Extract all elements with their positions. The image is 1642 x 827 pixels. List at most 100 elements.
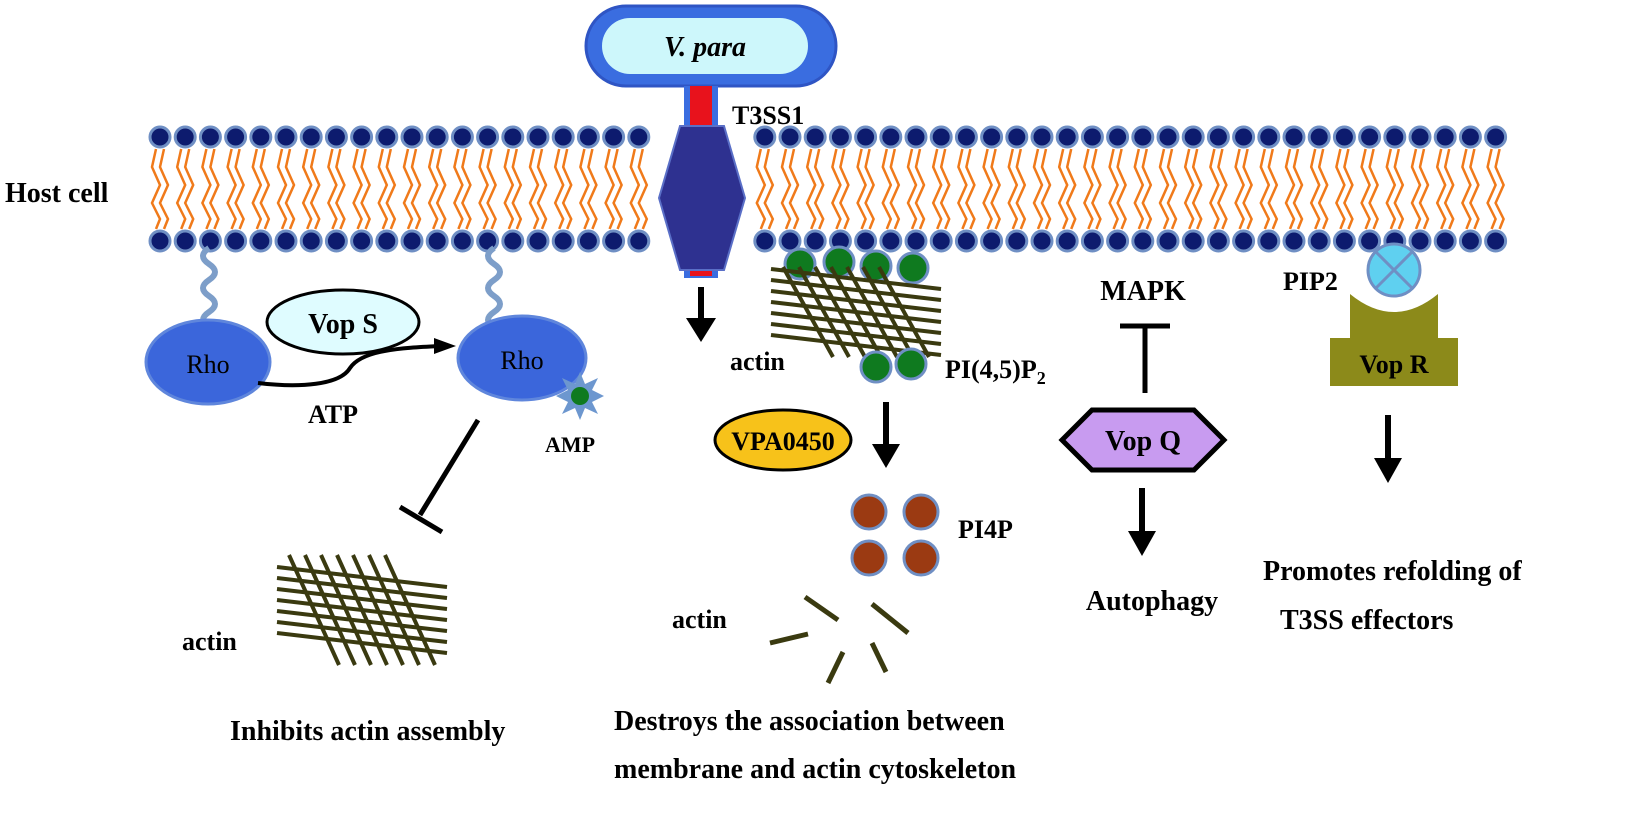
actin-strand (813, 266, 867, 358)
lipid-head (879, 125, 903, 149)
lipid-head (602, 229, 626, 253)
actin-strand (770, 278, 942, 302)
actin-fragments (769, 594, 910, 685)
lipid-head (425, 229, 449, 253)
lipid-tail (410, 148, 422, 230)
vopr-shape (1330, 294, 1458, 386)
actin-strand (770, 322, 942, 346)
lipid-head (324, 125, 348, 149)
lipid-head (1358, 125, 1382, 149)
lipid-tail (1158, 148, 1170, 230)
lipid-tail (612, 148, 623, 230)
lipid-tail (360, 148, 371, 230)
destroys-line1: Destroys the association between (614, 706, 1005, 737)
bacterium: V. para (584, 4, 838, 88)
lipid-tail (931, 148, 943, 230)
lipid-head (1257, 125, 1281, 149)
lipid-head (249, 229, 273, 253)
lipid-head (1106, 229, 1130, 253)
pip2-head (896, 251, 930, 285)
lipid-tail (201, 148, 212, 230)
lipid-head (1458, 125, 1482, 149)
actin-mesh-middle (770, 266, 942, 358)
lipid-head (198, 229, 222, 253)
lipid-tail (604, 148, 615, 230)
lipid-head (173, 125, 197, 149)
pip2-label: PIP2 (1283, 267, 1338, 296)
lipid-tail (309, 148, 321, 230)
lipid-head (904, 125, 928, 149)
lipid-head (576, 125, 600, 149)
lipid-tail (402, 148, 414, 230)
lipid-head (627, 125, 651, 149)
lipid-head (274, 125, 298, 149)
lipid-head (954, 229, 978, 253)
actin-strand (335, 554, 389, 666)
rho-right-label: Rho (500, 346, 543, 375)
lipid-tail (259, 148, 271, 230)
vpa0450-arrow (872, 402, 900, 468)
lipid-head (299, 125, 323, 149)
lipid-tail (1368, 148, 1379, 230)
lipid-tail (553, 148, 565, 230)
autophagy-label: Autophagy (1086, 586, 1218, 617)
actin-strand (845, 266, 899, 358)
lipid-head (1106, 125, 1130, 149)
lipid-head (1332, 229, 1356, 253)
lipid-tail (1083, 148, 1094, 230)
lipid-head (1206, 125, 1230, 149)
pip2-main-label: PI(4,5)P2 (945, 355, 1046, 388)
lipid-head (224, 229, 248, 253)
lipid-head (1307, 229, 1331, 253)
lipid-tail (839, 148, 850, 230)
lipid-tail (982, 148, 993, 230)
vpa0450-oval (713, 408, 853, 472)
lipid-head (1332, 125, 1356, 149)
lipid-tail (461, 148, 472, 230)
lipid-head (980, 229, 1004, 253)
lipid-tail (881, 148, 893, 230)
lipid-head (929, 125, 953, 149)
lipid-tail (561, 148, 573, 230)
lipid-head (1181, 125, 1205, 149)
lipid-tail (1234, 148, 1245, 230)
lipid-tail (385, 148, 397, 230)
lipid-head (1307, 125, 1331, 149)
lipid-tail (1259, 148, 1271, 230)
atp-label: ATP (308, 400, 358, 429)
lipid-head (1131, 229, 1155, 253)
vops-oval (265, 288, 421, 356)
lipid-tail (1209, 148, 1220, 230)
lipid-head (1232, 125, 1256, 149)
host-cell-label: Host cell (5, 178, 109, 209)
lipid-tail (1335, 148, 1346, 230)
lipid-head (198, 125, 222, 149)
lipid-head (854, 125, 878, 149)
lipid-head (803, 125, 827, 149)
lipid-head (551, 229, 575, 253)
lipid-tail (1461, 148, 1472, 230)
pip2-circle (1366, 242, 1422, 298)
lipid-tail (1418, 148, 1430, 230)
lipid-tail (1141, 148, 1153, 230)
actin-strand (797, 266, 851, 358)
lipid-tail (1443, 148, 1455, 230)
lipid-tail (965, 148, 976, 230)
lipid-head (1408, 229, 1432, 253)
lipid-head (249, 125, 273, 149)
lipid-head (476, 125, 500, 149)
lipid-head (400, 229, 424, 253)
lipid-tail (939, 148, 951, 230)
lipid-tail (637, 148, 649, 230)
lipid-head (1030, 229, 1054, 253)
lipid-tail (906, 148, 918, 230)
actin-strand (861, 266, 915, 358)
lipid-head (1080, 229, 1104, 253)
lipid-tail (1284, 148, 1296, 230)
lipid-tail (1486, 148, 1497, 230)
lipid-head (1408, 125, 1432, 149)
mapk-inhibition (1120, 323, 1170, 393)
lipid-head (1080, 125, 1104, 149)
lipid-head (1458, 229, 1482, 253)
